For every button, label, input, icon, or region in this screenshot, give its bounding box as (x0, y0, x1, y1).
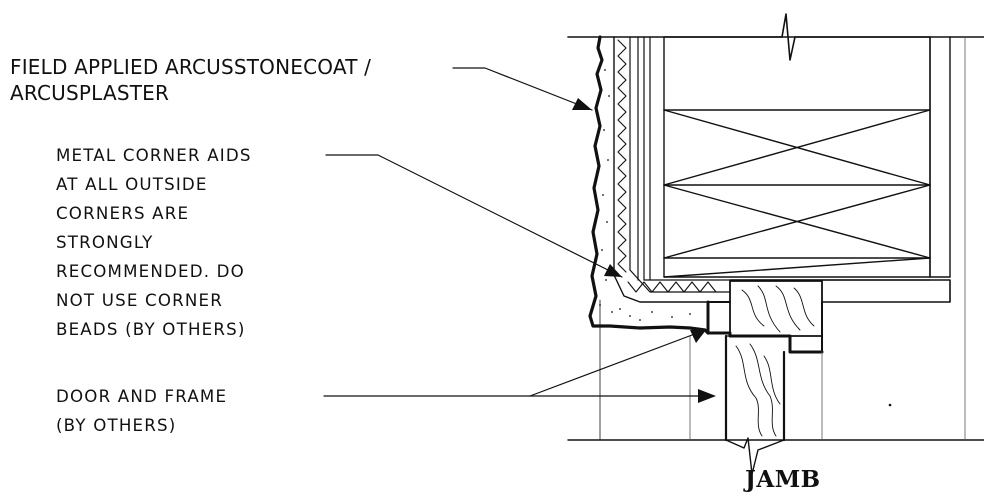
note-metal-line-4: STRONGLY (56, 233, 154, 253)
note-metal-corner-aids: METAL CORNER AIDS AT ALL OUTSIDE CORNERS… (56, 142, 252, 345)
reference-lines (689, 36, 966, 441)
lath-mesh (617, 39, 717, 293)
framing-studs (663, 36, 951, 278)
leader-door-and-frame (323, 330, 716, 403)
door-leaf (724, 334, 786, 475)
leader-metal-corner-aids (325, 154, 623, 278)
note-metal-line-1: METAL CORNER AIDS (56, 146, 252, 166)
note-field-applied-line-2: ARCUSPLASTER (10, 81, 170, 105)
drawing-speck (888, 403, 892, 407)
note-door-and-frame: DOOR AND FRAME (BY OTHERS) (56, 383, 227, 441)
door-stop-block (729, 280, 823, 337)
note-door-line-1: DOOR AND FRAME (56, 387, 228, 407)
note-door-line-2: (BY OTHERS) (56, 416, 177, 436)
stucco-coat (588, 35, 710, 335)
note-metal-line-7: BEADS (BY OTHERS) (56, 320, 246, 340)
note-field-applied: FIELD APPLIED ARCUSSTONECOAT / ARCUSPLAS… (10, 54, 371, 106)
note-metal-line-5: RECOMMENDED. DO (56, 262, 245, 282)
bottom-floor-line (567, 299, 984, 441)
note-metal-line-2: AT ALL OUTSIDE (56, 175, 208, 195)
leader-field-applied (452, 67, 593, 111)
note-metal-line-3: CORNERS ARE (56, 204, 190, 224)
interior-trim (729, 279, 951, 353)
note-metal-line-6: NOT USE CORNER (56, 291, 223, 311)
sheathing-layers (629, 36, 931, 293)
note-field-applied-line-1: FIELD APPLIED ARCUSSTONECOAT / (10, 55, 372, 79)
section-label-jamb: JAMB (745, 466, 821, 493)
